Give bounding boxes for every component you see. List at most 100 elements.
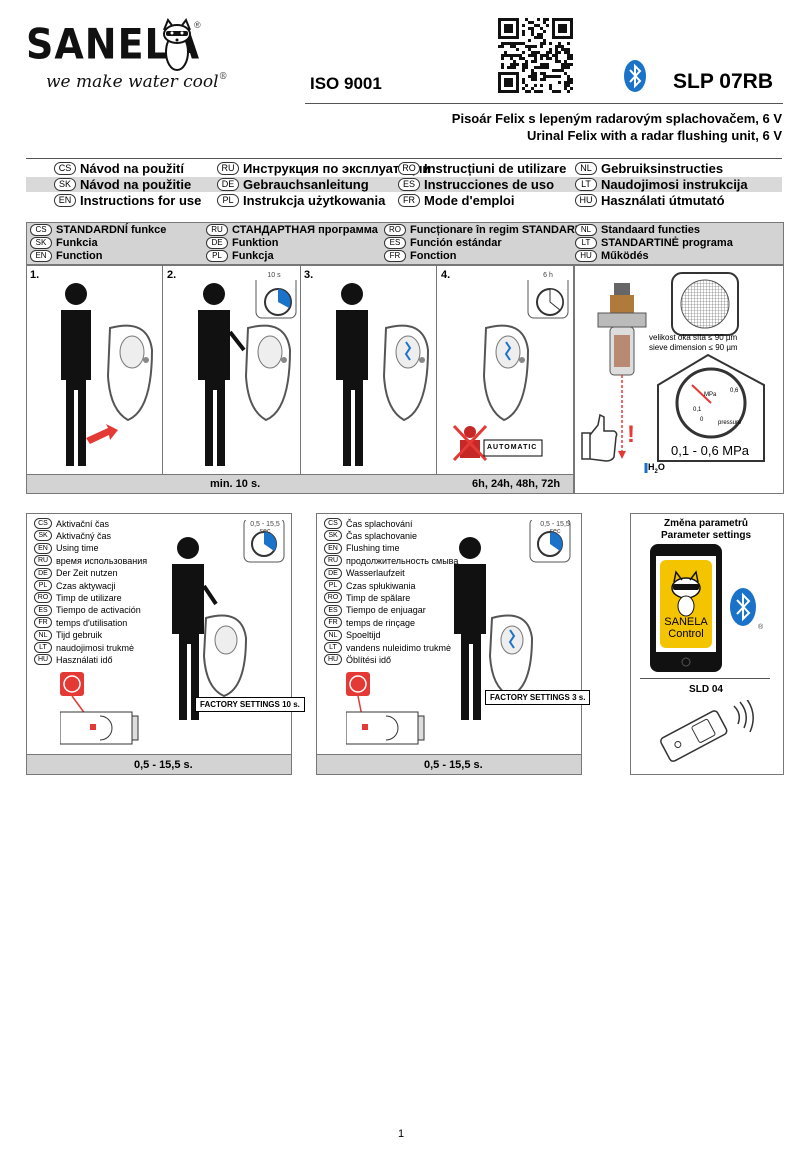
activation-time-panel — [26, 513, 292, 775]
model-number: SLP 07RB — [673, 70, 773, 93]
thumbs-up-icon — [581, 413, 618, 462]
timer-icon — [243, 520, 285, 563]
activation-illustration — [60, 520, 285, 745]
language-text: продолжительность смыва — [346, 555, 459, 566]
bluetooth-icon — [624, 60, 646, 92]
language-code-badge: FR — [324, 617, 342, 629]
approach-arrow-icon — [86, 424, 118, 444]
timer-icon — [527, 280, 569, 319]
bluetooth-registered-mark: ® — [758, 624, 764, 631]
language-text: Spoeltijd — [346, 630, 381, 641]
language-code-badge: DE — [217, 178, 239, 191]
language-text: Czas spłukiwania — [346, 580, 416, 591]
language-code-badge: DE — [324, 567, 342, 579]
flushing-time-panel — [316, 513, 582, 775]
language-text: Flushing time — [346, 543, 400, 554]
language-text: Funkcja — [232, 250, 274, 262]
language-code-badge: HU — [324, 654, 342, 666]
pressure-range: 0,1 - 0,6 MPa — [671, 443, 750, 458]
parameter-title-cs: Změna parametrů — [664, 518, 748, 529]
language-text: Aktivačný čas — [56, 530, 112, 541]
language-code-badge: ES — [398, 178, 420, 191]
language-code-badge: FR — [398, 194, 420, 207]
language-code-badge: PL — [324, 580, 342, 591]
flush_box-item-nl: NL Spoeltijd — [324, 629, 381, 641]
language-text: STANDARTINĖ programa — [601, 237, 733, 249]
parameter-title-en: Parameter settings — [660, 530, 752, 541]
language-code-badge: PL — [217, 194, 239, 207]
language-text: Fonction — [410, 250, 457, 262]
step-4-illustration — [452, 280, 569, 462]
language-text: Návod na použití — [80, 161, 184, 176]
language-text: vandens nuleidimo trukmė — [346, 642, 452, 653]
language-text: Czas aktywacji — [56, 580, 116, 591]
step-4-timer: 6 h — [543, 272, 553, 279]
flushing-range: 0,5 - 15,5 s. — [424, 759, 483, 771]
step-2-timer: 10 s — [267, 272, 281, 279]
language-code-badge: RO — [398, 162, 420, 175]
language-text: Tiempo de activación — [56, 605, 141, 616]
language-text: Gebruiksinstructies — [601, 161, 724, 176]
raccoon-icon — [163, 17, 191, 71]
step-2-illustration — [198, 280, 297, 466]
language-code-badge: NL — [34, 629, 52, 641]
gauge-min: 0 — [700, 417, 704, 423]
language-text: Működés — [601, 250, 649, 262]
iso-standard: ISO 9001 — [310, 74, 382, 93]
flushing-illustration — [346, 520, 571, 745]
language-text: Función estándar — [410, 237, 502, 249]
language-text: Function — [56, 250, 103, 262]
language-code-badge: RO — [384, 224, 406, 236]
h2o-label: H2O — [648, 462, 665, 475]
language-text: Instructions for use — [80, 193, 202, 208]
language-text: STANDARDNÍ funkce — [56, 224, 167, 236]
language-code-badge: CS — [54, 162, 76, 175]
brand-registered-mark: ® — [194, 20, 201, 30]
language-code-badge: EN — [54, 194, 76, 207]
man-figure-icon — [61, 283, 91, 466]
activation-bar — [27, 754, 291, 774]
timer-icon — [255, 280, 297, 319]
language-code-badge: NL — [575, 162, 597, 175]
instructions-cs: CS Návod na použití — [54, 161, 184, 176]
water-panel — [573, 264, 784, 494]
language-code-badge: EN — [30, 250, 52, 262]
subtitle-cs: Pisoár Felix s lepeným radarovým splacho… — [451, 111, 782, 126]
language-text: Aktivační čas — [56, 518, 110, 529]
flushing-factory-settings: FACTORY SETTINGS 3 s. — [485, 690, 591, 705]
sieve-size-cs: velikost oka síta ≤ 90 µm — [649, 333, 738, 342]
language-code-badge: RU — [217, 162, 239, 175]
language-text: Tiempo de enjuagar — [346, 605, 426, 616]
language-code-badge: HU — [34, 654, 52, 666]
activation_box-item-ro: RO Timp de utilizare — [34, 592, 122, 604]
language-text: Der Zeit nutzen — [56, 568, 118, 579]
language-code-badge: NL — [324, 629, 342, 641]
language-code-badge: FR — [384, 250, 406, 262]
language-code-badge: RO — [34, 592, 52, 604]
language-text: Használati idő — [56, 654, 113, 665]
warning-mark: ! — [627, 421, 635, 448]
language-text: время использования — [56, 555, 148, 566]
sieve-size-en: sieve dimension ≤ 90 µm — [649, 343, 738, 352]
language-text: Timp de utilizare — [56, 592, 122, 603]
instructions-en: EN Instructions for use — [54, 193, 201, 208]
language-code-badge: FR — [34, 617, 52, 629]
activation_box-item-sk: SK Aktivačný čas — [34, 530, 112, 542]
brand-tagline: we make water cool® — [46, 72, 228, 92]
language-code-badge: SK — [34, 530, 52, 542]
